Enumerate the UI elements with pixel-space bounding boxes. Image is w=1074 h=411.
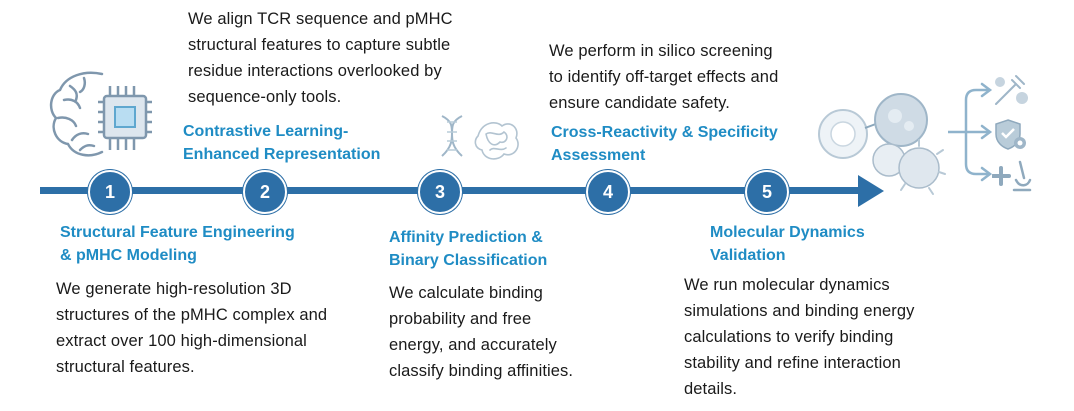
step-5-desc-line: details. (684, 380, 738, 398)
step-2-number: 2 (259, 181, 270, 202)
step-3-description: We calculate binding probability and fre… (389, 280, 573, 384)
step-1-desc-line: structural features. (56, 358, 195, 376)
step-1-desc-line: structures of the pMHC complex and (56, 306, 328, 324)
step-2-description: We align TCR sequence and pMHC structura… (188, 6, 453, 110)
protein-icon (474, 122, 519, 160)
step-1-title: Structural Feature Engineering & pMHC Mo… (60, 221, 295, 267)
step-4-desc-line: ensure candidate safety. (549, 94, 730, 112)
step-3-desc-line: energy, and accurately (389, 336, 557, 354)
timeline-arrowhead (858, 175, 884, 207)
step-2-desc-line: We align TCR sequence and pMHC (188, 10, 453, 28)
step-2-desc-line: structural features to capture subtle (188, 36, 451, 54)
step-1-description: We generate high-resolution 3D structure… (56, 276, 327, 380)
step-2-desc-line: sequence-only tools. (188, 88, 342, 106)
step-3-marker: 3 (418, 170, 462, 214)
step-5-desc-line: stability and refine interaction (684, 354, 901, 372)
step-1-number: 1 (104, 181, 115, 202)
shield-gear-icon (995, 119, 1026, 150)
step-1-marker: 1 (88, 170, 132, 214)
step-5-description: We run molecular dynamics simulations an… (684, 272, 914, 402)
step-5-title: Molecular Dynamics Validation (710, 221, 865, 267)
step-4-desc-line: to identify off-target effects and (549, 68, 779, 86)
step-5-marker: 5 (745, 170, 789, 214)
step-4-description: We perform in silico screening to identi… (549, 38, 778, 116)
step-2-title-line2: Enhanced Representation (183, 146, 381, 163)
step-2-title-line1: Contrastive Learning- (183, 123, 349, 140)
step-5-title-line1: Molecular Dynamics (710, 224, 865, 241)
step-4-desc-line: We perform in silico screening (549, 42, 773, 60)
branch-arrows-icon (948, 82, 993, 182)
step-4-title-line1: Cross-Reactivity & Specificity (551, 124, 778, 141)
plus-microscope-icon (992, 160, 1032, 192)
step-5-desc-line: calculations to verify binding (684, 328, 894, 346)
step-1-desc-line: extract over 100 high-dimensional (56, 332, 307, 350)
step-4-marker: 4 (586, 170, 630, 214)
cell-binding-icon (818, 93, 946, 195)
dna-icon (441, 115, 463, 157)
step-3-title: Affinity Prediction & Binary Classificat… (389, 226, 547, 272)
step-4-title: Cross-Reactivity & Specificity Assessmen… (551, 121, 778, 167)
step-2-marker: 2 (243, 170, 287, 214)
syringe-icon (995, 75, 1028, 105)
step-5-desc-line: simulations and binding energy (684, 302, 915, 320)
step-3-number: 3 (434, 181, 445, 202)
step-1-title-line2: & pMHC Modeling (60, 247, 197, 264)
step-3-desc-line: We calculate binding (389, 284, 543, 302)
step-3-desc-line: probability and free (389, 310, 532, 328)
step-3-desc-line: classify binding affinities. (389, 362, 574, 380)
step-4-number: 4 (602, 181, 613, 202)
step-3-title-line1: Affinity Prediction & (389, 229, 543, 246)
step-1-desc-line: We generate high-resolution 3D (56, 280, 292, 298)
step-3-title-line2: Binary Classification (389, 252, 548, 269)
step-5-number: 5 (761, 181, 772, 202)
step-1-title-line1: Structural Feature Engineering (60, 224, 295, 241)
step-2-title: Contrastive Learning- Enhanced Represent… (183, 120, 380, 166)
step-2-desc-line: residue interactions overlooked by (188, 62, 442, 80)
step-5-desc-line: We run molecular dynamics (684, 276, 890, 294)
step-5-title-line2: Validation (710, 247, 786, 264)
brain-chip-icon (49, 71, 152, 157)
step-4-title-line2: Assessment (551, 147, 646, 164)
